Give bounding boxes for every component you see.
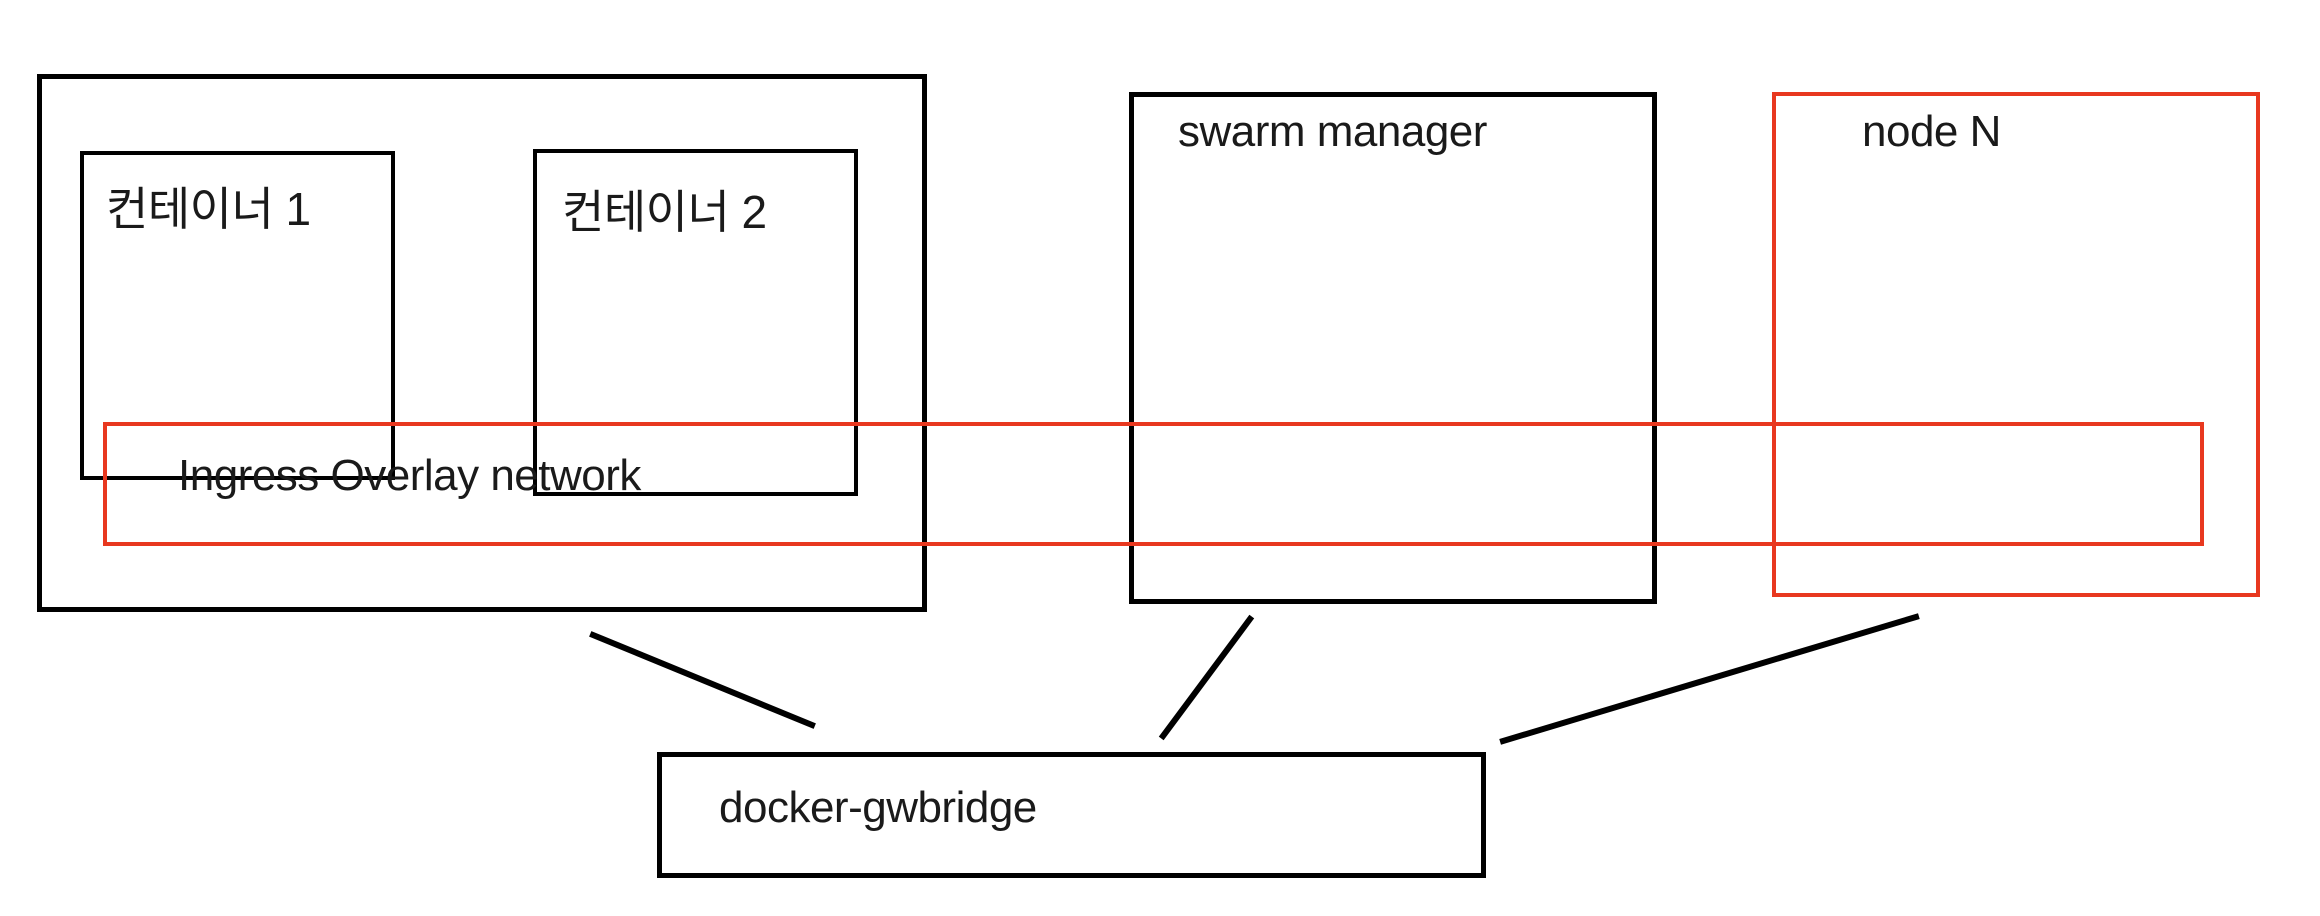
node-n-box[interactable] [1772, 92, 2260, 597]
connector-swarm-manager-to-gwbridge [1158, 614, 1255, 741]
container-1-label: 컨테이너 1 [106, 183, 311, 235]
worker-node-box[interactable] [37, 74, 927, 612]
docker-gwbridge-box[interactable] [657, 752, 1486, 878]
container-2-box[interactable] [533, 149, 858, 496]
docker-gwbridge-label: docker-gwbridge [719, 783, 1037, 832]
connector-node-n-to-gwbridge [1499, 613, 1920, 745]
container-1-box[interactable] [80, 151, 395, 480]
ingress-overlay-network-box[interactable] [103, 422, 2204, 546]
node-n-label: node N [1862, 107, 2001, 156]
swarm-manager-box[interactable] [1129, 92, 1657, 604]
connector-worker-node-to-gwbridge [589, 631, 816, 729]
ingress-overlay-network-label: Ingress Overlay network [178, 451, 641, 500]
container-2-label: 컨테이너 2 [562, 186, 767, 238]
swarm-manager-label: swarm manager [1178, 107, 1487, 156]
